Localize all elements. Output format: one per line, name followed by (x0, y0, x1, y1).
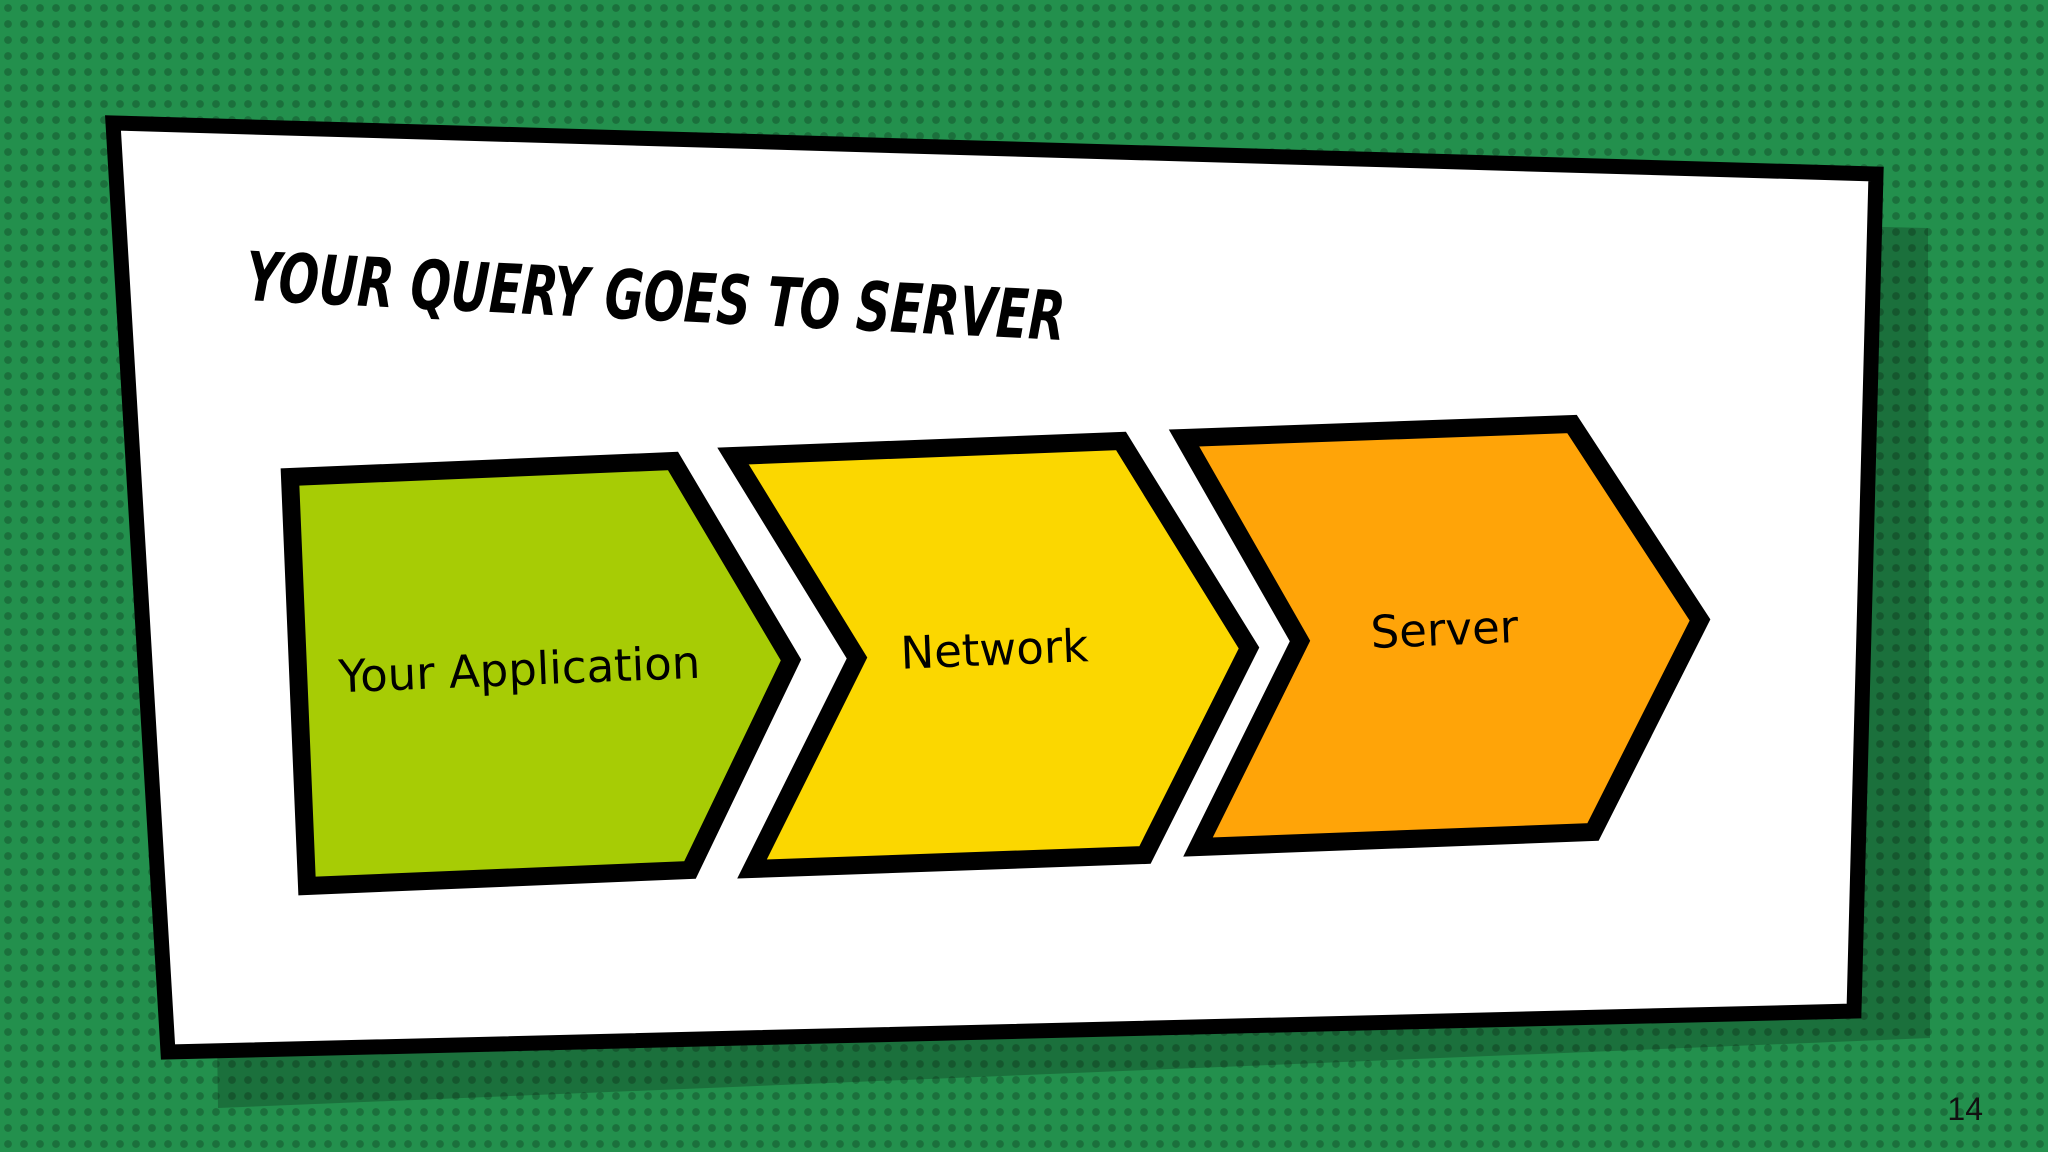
step-label-network: Network (899, 619, 1089, 679)
step-network: Network (717, 431, 1260, 879)
chevron-server (1168, 414, 1711, 857)
step-label-server: Server (1370, 600, 1520, 659)
step-server: Server (1168, 414, 1711, 857)
chevron-your-application (280, 451, 802, 896)
page-number: 14 (1947, 1091, 1983, 1127)
chevron-network (717, 431, 1260, 879)
step-your-application: Your Application (280, 451, 802, 896)
